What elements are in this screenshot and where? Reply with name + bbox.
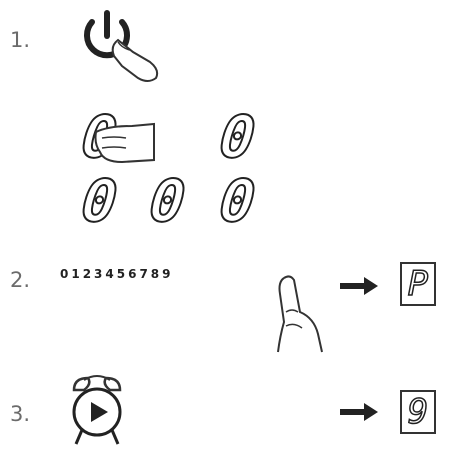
power-icon xyxy=(78,8,168,88)
display-digit: 0 xyxy=(147,172,188,230)
display-digit: 0 xyxy=(79,172,120,230)
result-display-9: 9 xyxy=(400,390,436,434)
pointing-finger-icon xyxy=(270,272,330,354)
pointing-finger-icon xyxy=(92,118,162,166)
display-digit: 0 xyxy=(217,108,258,166)
display-digit: 0 xyxy=(217,172,258,230)
result-display-p: P xyxy=(400,262,436,306)
step-number-1: 1. xyxy=(10,28,30,52)
step-number-3: 3. xyxy=(10,402,30,426)
right-arrow-icon xyxy=(340,402,380,422)
right-arrow-icon xyxy=(340,276,380,296)
digit-sequence: 0123456789 xyxy=(60,267,174,281)
step-number-2: 2. xyxy=(10,268,30,292)
alarm-clock-icon xyxy=(66,372,128,448)
